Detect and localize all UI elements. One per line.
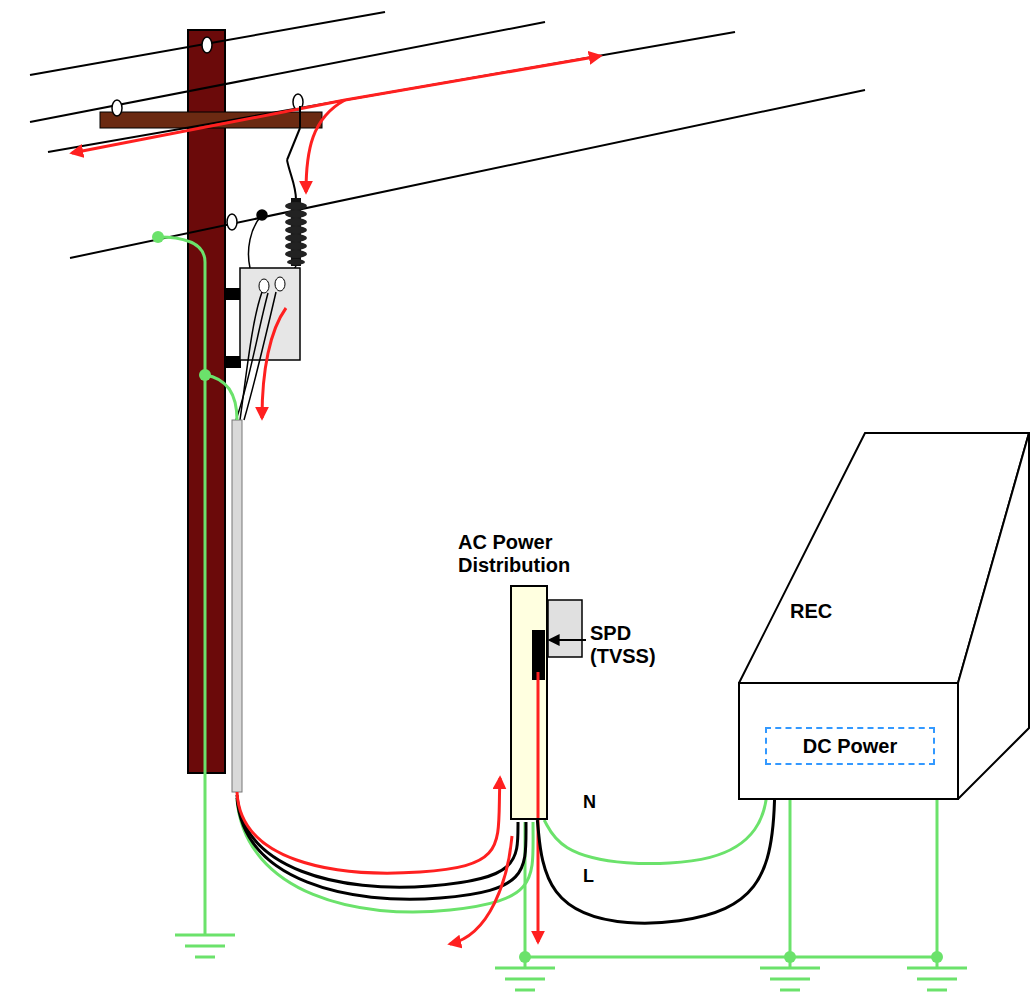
transformer (240, 292, 262, 420)
conduit (232, 420, 242, 792)
rectifier-cabinet: REC DC Power (738, 432, 1030, 800)
service-cable (237, 800, 533, 912)
ground-wire (525, 956, 937, 959)
lightning-arrester (287, 259, 305, 265)
transformer (225, 268, 300, 420)
lightning-arrester (285, 250, 307, 258)
surge-path-arrow (72, 56, 600, 192)
service-cable (450, 836, 512, 944)
neutral-wire (544, 765, 768, 864)
transformer (259, 279, 269, 293)
lightning-arrester (285, 242, 307, 250)
leader-arrow (550, 640, 586, 641)
panel-body (537, 672, 540, 942)
power-line (48, 32, 735, 152)
power-line (30, 22, 545, 122)
label-anchor: N (583, 792, 596, 813)
conduit (232, 420, 242, 792)
panel-body (510, 585, 548, 820)
panel-body (548, 600, 582, 657)
ground-symbol (495, 967, 555, 970)
wire-label: L (583, 866, 594, 887)
transformer (244, 292, 276, 420)
ground-symbol (505, 978, 545, 981)
ground-symbol (917, 978, 957, 981)
box-label: DC Power (803, 735, 897, 758)
insulator (227, 214, 237, 230)
service-cable (237, 798, 526, 899)
transformer (225, 356, 241, 368)
ground-wire (158, 237, 937, 968)
lightning-arrester (285, 234, 307, 242)
ground-symbol (760, 967, 820, 970)
ground-symbol (195, 956, 215, 959)
ground-symbol (515, 989, 535, 992)
ground-symbol (770, 978, 810, 981)
distribution-panel: AC Power Distribution (510, 585, 548, 820)
ground-symbol (175, 935, 967, 990)
cutout-switch (287, 128, 300, 160)
ground-dot (519, 951, 531, 963)
service-cable (237, 778, 533, 944)
insulator (202, 37, 212, 53)
lightning-arrester (285, 198, 307, 266)
ground-dot (199, 369, 211, 381)
ground-wire (936, 800, 939, 968)
panel-heading: AC Power Distribution (458, 531, 618, 577)
label-anchor: L (583, 866, 594, 887)
cutout-switch (299, 106, 301, 128)
ground-dot (784, 951, 796, 963)
power-line (30, 12, 865, 258)
transformer-lead (249, 215, 263, 268)
service-cable (237, 778, 500, 873)
transformer (225, 288, 241, 300)
transformer (275, 277, 285, 291)
insulator (112, 100, 122, 116)
surge-path-arrow (345, 56, 600, 100)
cabinet-label: REC (790, 600, 832, 623)
ground-symbol (780, 989, 800, 992)
dc-power-box: DC Power (765, 727, 935, 765)
transformer (262, 308, 286, 418)
cutout-switch (287, 160, 296, 200)
ground-dot (152, 231, 164, 243)
ground-symbol (185, 945, 225, 948)
lightning-arrester (285, 226, 307, 234)
surge-path-arrow (306, 100, 345, 192)
label-anchor: SPD (TVSS) (590, 622, 680, 668)
ground-wire (205, 375, 237, 420)
lightning-arrester (285, 202, 307, 210)
surge-path-arrow (72, 100, 345, 153)
power-line (70, 90, 865, 258)
spd-label: SPD (TVSS) (590, 622, 680, 668)
insulator (112, 37, 303, 230)
leader-arrow (550, 639, 586, 641)
lightning-arrester (285, 218, 307, 226)
ground-symbol (907, 967, 967, 970)
lightning-arrester (285, 210, 307, 218)
panel-body (510, 585, 582, 942)
power-line (30, 12, 385, 75)
cutout-switch (287, 106, 300, 200)
cabinet-side (958, 433, 1029, 799)
ground-wire (158, 237, 205, 935)
wire-label: N (583, 792, 596, 813)
ground-dot (931, 951, 943, 963)
cabinet-front (739, 683, 958, 799)
ground-symbol (927, 989, 947, 992)
ground-symbol (175, 934, 235, 937)
